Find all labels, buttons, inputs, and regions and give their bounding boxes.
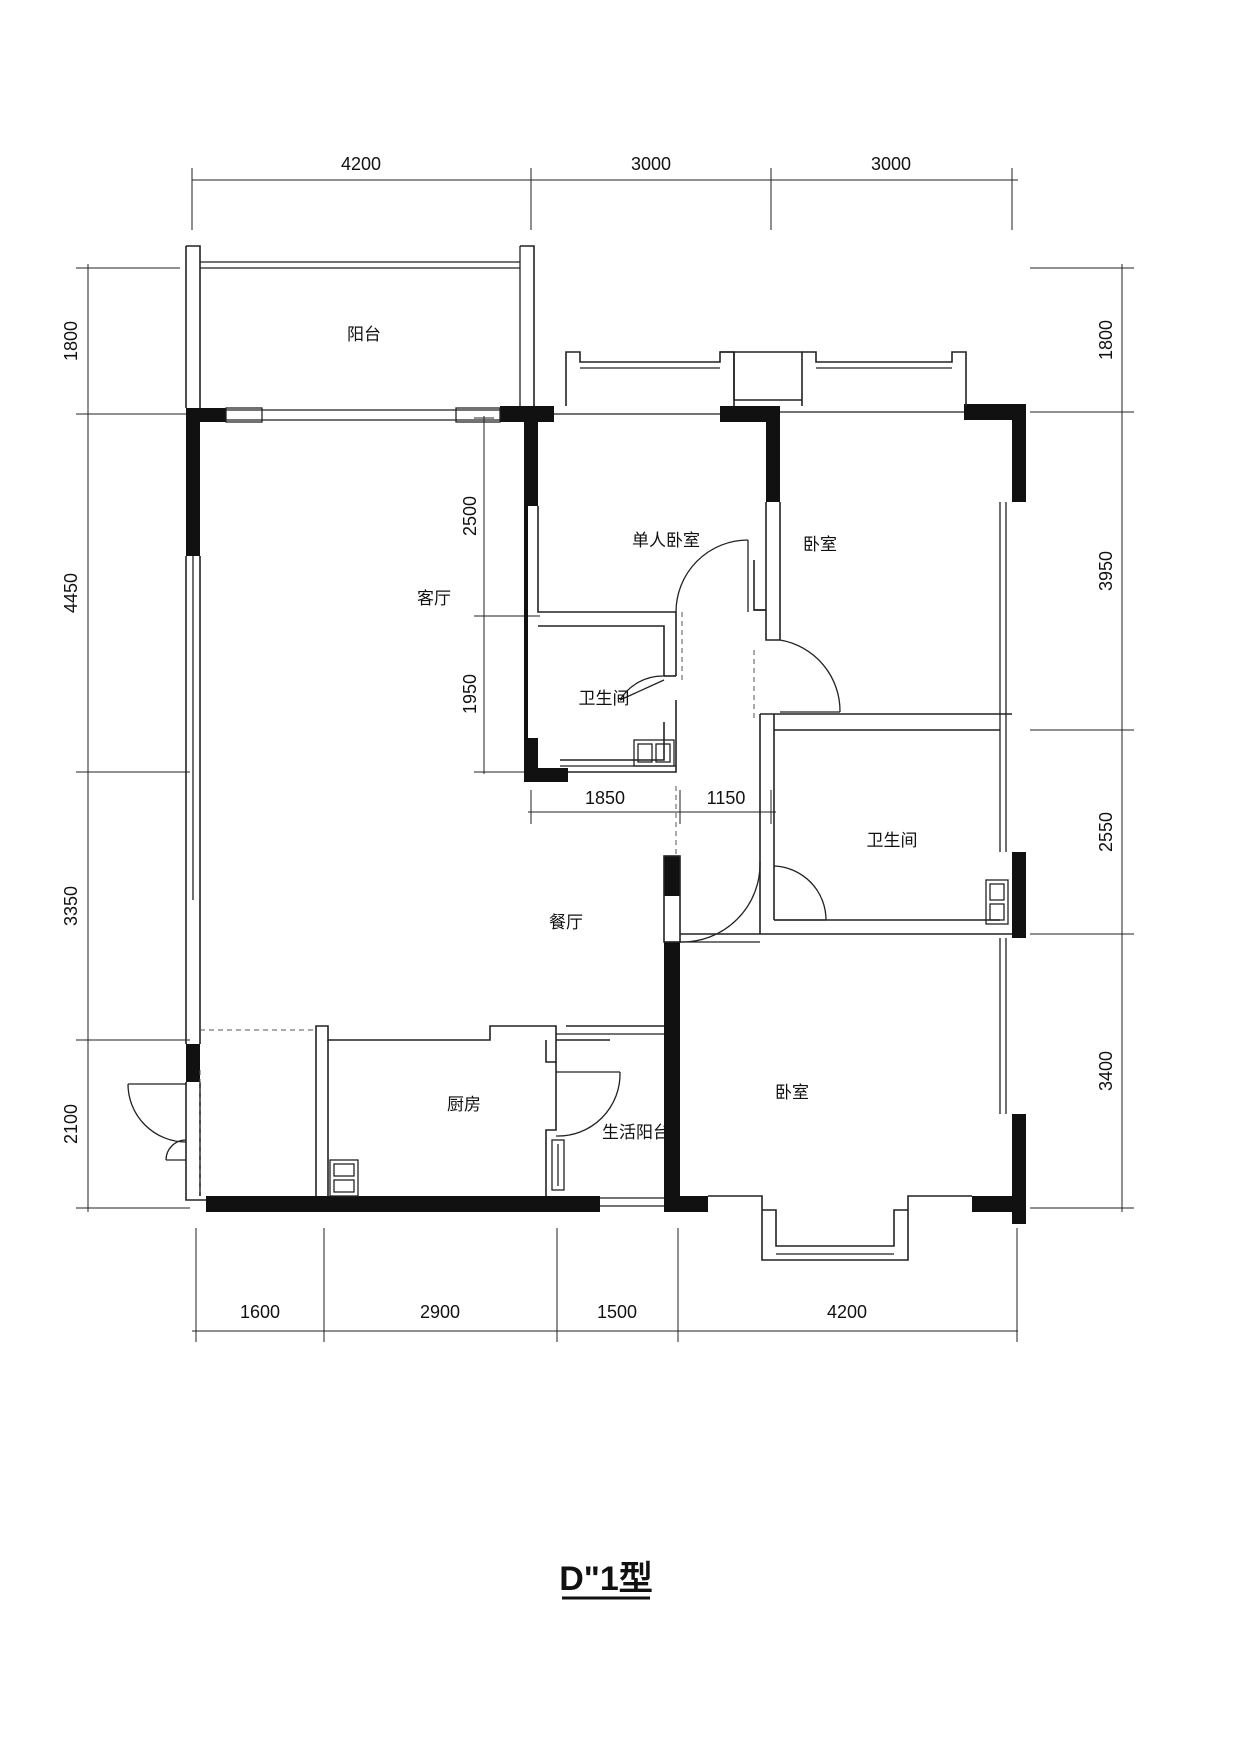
label-bedroom-se: 卧室	[775, 1083, 809, 1103]
door-entry	[127, 1083, 187, 1161]
dim-bottom-3: 1500	[597, 1302, 637, 1322]
dim-left-2: 4450	[61, 573, 81, 613]
label-utility-balcony: 生活阳台	[602, 1123, 670, 1143]
dim-inner-v-2: 1950	[460, 674, 480, 714]
label-bedroom-ne: 卧室	[803, 535, 837, 555]
dim-right-4: 3400	[1096, 1051, 1116, 1091]
door-utility-balcony	[555, 1071, 621, 1137]
top-dimension-chain: 4200 3000 3000	[191, 154, 1018, 230]
plan-title-group: D"1型	[559, 1560, 653, 1600]
dim-top-3: 3000	[871, 154, 911, 174]
doors	[127, 539, 841, 1161]
dim-top-2: 3000	[631, 154, 671, 174]
dim-inner-h-2: 1150	[707, 788, 746, 808]
dim-left-3: 3350	[61, 886, 81, 926]
kitchen-stove	[329, 1159, 359, 1197]
label-kitchen: 厨房	[447, 1095, 481, 1115]
bathroom-1-fixture	[633, 739, 675, 767]
walls	[186, 404, 1026, 1224]
plan-title: D"1型	[559, 1560, 653, 1598]
door-bathroom-2	[773, 865, 827, 921]
right-dimension-chain: 1800 3950 2550 3400	[1030, 264, 1134, 1212]
door-single-bedroom	[675, 539, 749, 613]
dim-right-3: 2550	[1096, 812, 1116, 852]
label-dining-room: 餐厅	[549, 913, 583, 933]
wall-outlines	[185, 245, 1012, 1261]
dim-inner-h-1: 1850	[585, 788, 625, 808]
dim-right-2: 3950	[1096, 551, 1116, 591]
room-labels: 阳台 客厅 单人卧室 卧室 卫生间 卫生间 餐厅 厨房 生活阳台 卧室	[347, 325, 918, 1143]
bathroom-2-fixture	[985, 879, 1009, 925]
bottom-dimension-chain: 1600 2900 1500 4200	[192, 1228, 1018, 1342]
dim-left-1: 1800	[61, 321, 81, 361]
inner-dimensions: 2500 1950 1850 1150	[460, 416, 776, 824]
label-bathroom-2: 卫生间	[867, 831, 918, 851]
label-bathroom-1: 卫生间	[579, 689, 630, 709]
dim-top-1: 4200	[341, 154, 381, 174]
dim-bottom-1: 1600	[240, 1302, 280, 1322]
left-dimension-chain: 1800 4450 3350 2100	[61, 264, 190, 1212]
utility-sink	[551, 1139, 565, 1191]
dim-right-1: 1800	[1096, 320, 1116, 360]
dim-left-4: 2100	[61, 1104, 81, 1144]
label-living-room: 客厅	[417, 589, 451, 609]
dim-inner-v-1: 2500	[460, 496, 480, 536]
dim-bottom-2: 2900	[420, 1302, 460, 1322]
dim-bottom-4: 4200	[827, 1302, 867, 1322]
door-bedroom-ne	[779, 639, 841, 713]
label-balcony: 阳台	[347, 325, 381, 345]
fixtures	[329, 739, 1009, 1197]
door-bedroom-se	[679, 861, 761, 943]
dashed-lines	[199, 612, 755, 1196]
label-single-bedroom: 单人卧室	[632, 531, 700, 551]
door-bathroom-1	[619, 675, 665, 701]
